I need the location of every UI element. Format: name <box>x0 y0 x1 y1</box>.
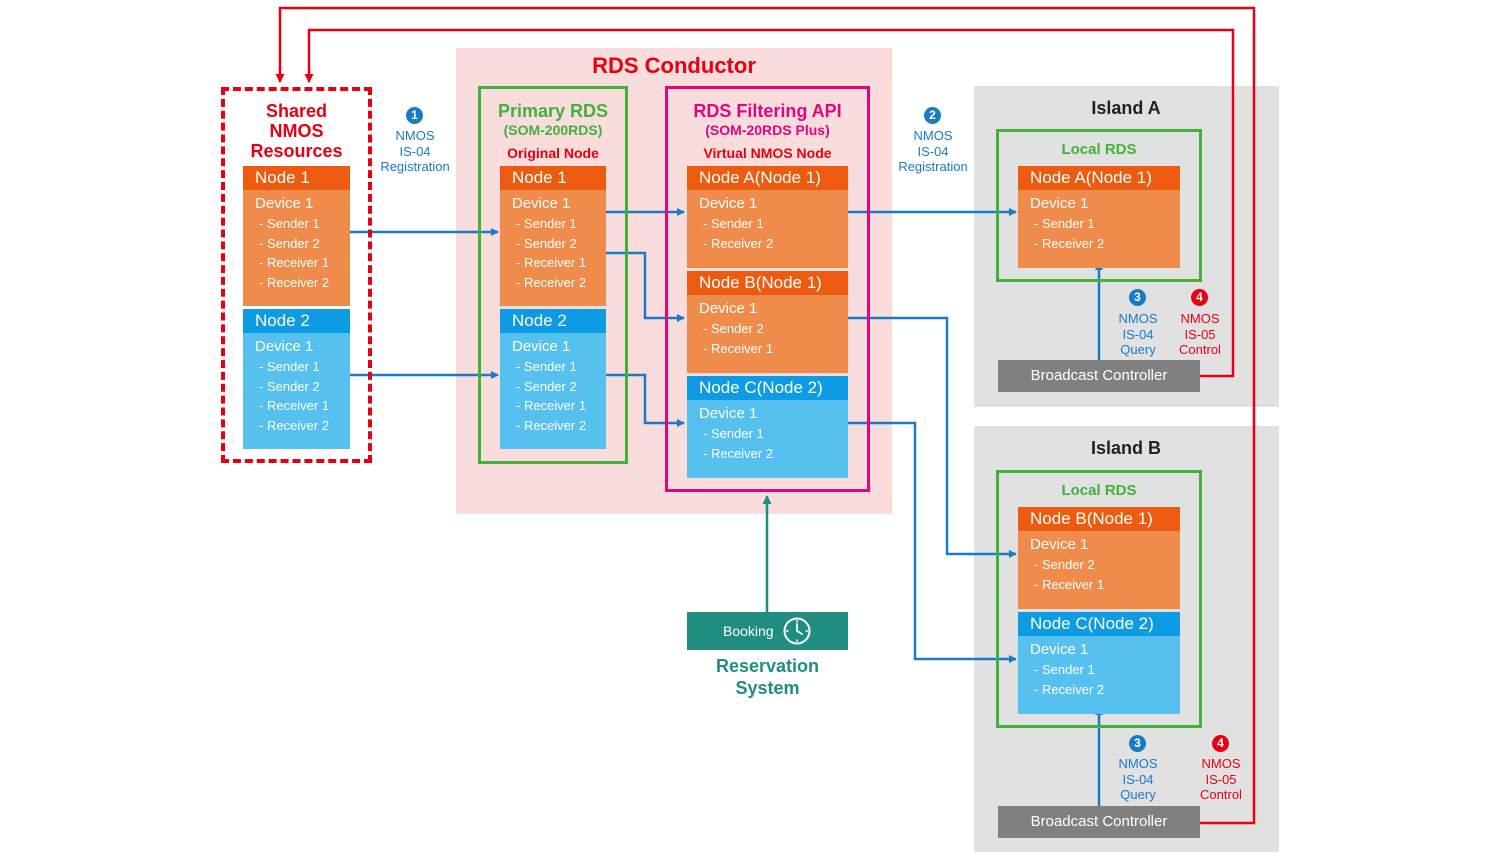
island-b-step-4-badge: 4 <box>1212 735 1229 752</box>
island-a-step-3-badge: 3 <box>1129 289 1146 306</box>
filtering-api-subtitle: (SOM-20RDS Plus) <box>705 122 830 138</box>
arrow-node-c-to-island-b <box>848 421 1017 663</box>
shared-resources-title: Shared NMOS Resources <box>250 101 343 161</box>
clock-icon <box>783 617 811 645</box>
island-a-step-4-label: NMOS IS-05 Control <box>1179 311 1221 357</box>
virtual-node-a: Node A(Node 1) Device 1 - Sender 1 - Rec… <box>687 166 848 268</box>
island-b-node-b: Node B(Node 1) Device 1 - Sender 2 - Rec… <box>1018 507 1180 609</box>
island-b-local-rds-title: Local RDS <box>1061 482 1137 499</box>
arrow-control-island-a <box>304 28 1235 378</box>
island-a-broadcast-controller[interactable]: Broadcast Controller <box>998 360 1200 392</box>
island-b-node-c: Node C(Node 2) Device 1 - Sender 1 - Rec… <box>1018 612 1180 714</box>
filtering-api-box <box>665 86 870 492</box>
virtual-node-b: Node B(Node 1) Device 1 - Sender 2 - Rec… <box>687 271 848 373</box>
primary-node-1: Node 1 Device 1 - Sender 1 - Sender 2 - … <box>500 166 606 306</box>
shared-resources-box <box>221 87 372 463</box>
primary-rds-label: Original Node <box>507 145 599 161</box>
island-a-local-rds-title: Local RDS <box>1061 141 1137 158</box>
primary-rds-box <box>478 86 628 464</box>
island-b-local-rds-box <box>996 470 1202 728</box>
island-b-title: Island B <box>1090 438 1161 458</box>
rds-conductor-title: RDS Conductor <box>592 53 756 78</box>
island-a-step-4-badge: 4 <box>1191 289 1208 306</box>
step-1-badge: 1 <box>406 107 423 124</box>
filtering-api-label: Virtual NMOS Node <box>703 145 832 161</box>
island-b-step-3-label: NMOS IS-04 Query <box>1118 756 1158 802</box>
primary-rds-subtitle: (SOM-200RDS) <box>503 122 603 138</box>
shared-node-1: Node 1 Device 1 - Sender 1 - Sender 2 - … <box>243 166 350 306</box>
arrow-control-island-b <box>275 6 1256 825</box>
island-a-node-a: Node A(Node 1) Device 1 - Sender 1 - Rec… <box>1018 166 1180 268</box>
arrow-node-b-to-island-b <box>848 316 1017 558</box>
booking-label: Booking <box>723 623 774 639</box>
filtering-api-title: RDS Filtering API <box>693 101 842 121</box>
island-a-step-3-label: NMOS IS-04 Query <box>1118 311 1158 357</box>
step-2-badge: 2 <box>924 107 941 124</box>
island-a-local-rds-box <box>996 129 1202 282</box>
step-2-label: NMOS IS-04 Registration <box>898 128 968 174</box>
reservation-system-title: Reservation System <box>715 656 820 698</box>
booking-button[interactable]: Booking <box>687 612 848 650</box>
step-1-label: NMOS IS-04 Registration <box>380 128 450 174</box>
primary-node-2: Node 2 Device 1 - Sender 1 - Sender 2 - … <box>500 309 606 449</box>
island-b-step-4-label: NMOS IS-05 Control <box>1200 756 1242 802</box>
island-b-broadcast-controller[interactable]: Broadcast Controller <box>998 806 1200 838</box>
primary-rds-title: Primary RDS <box>497 101 609 121</box>
island-b-step-3-badge: 3 <box>1129 735 1146 752</box>
shared-node-2: Node 2 Device 1 - Sender 1 - Sender 2 - … <box>243 309 350 449</box>
island-a-title: Island A <box>1091 98 1161 118</box>
virtual-node-c: Node C(Node 2) Device 1 - Sender 1 - Rec… <box>687 376 848 478</box>
